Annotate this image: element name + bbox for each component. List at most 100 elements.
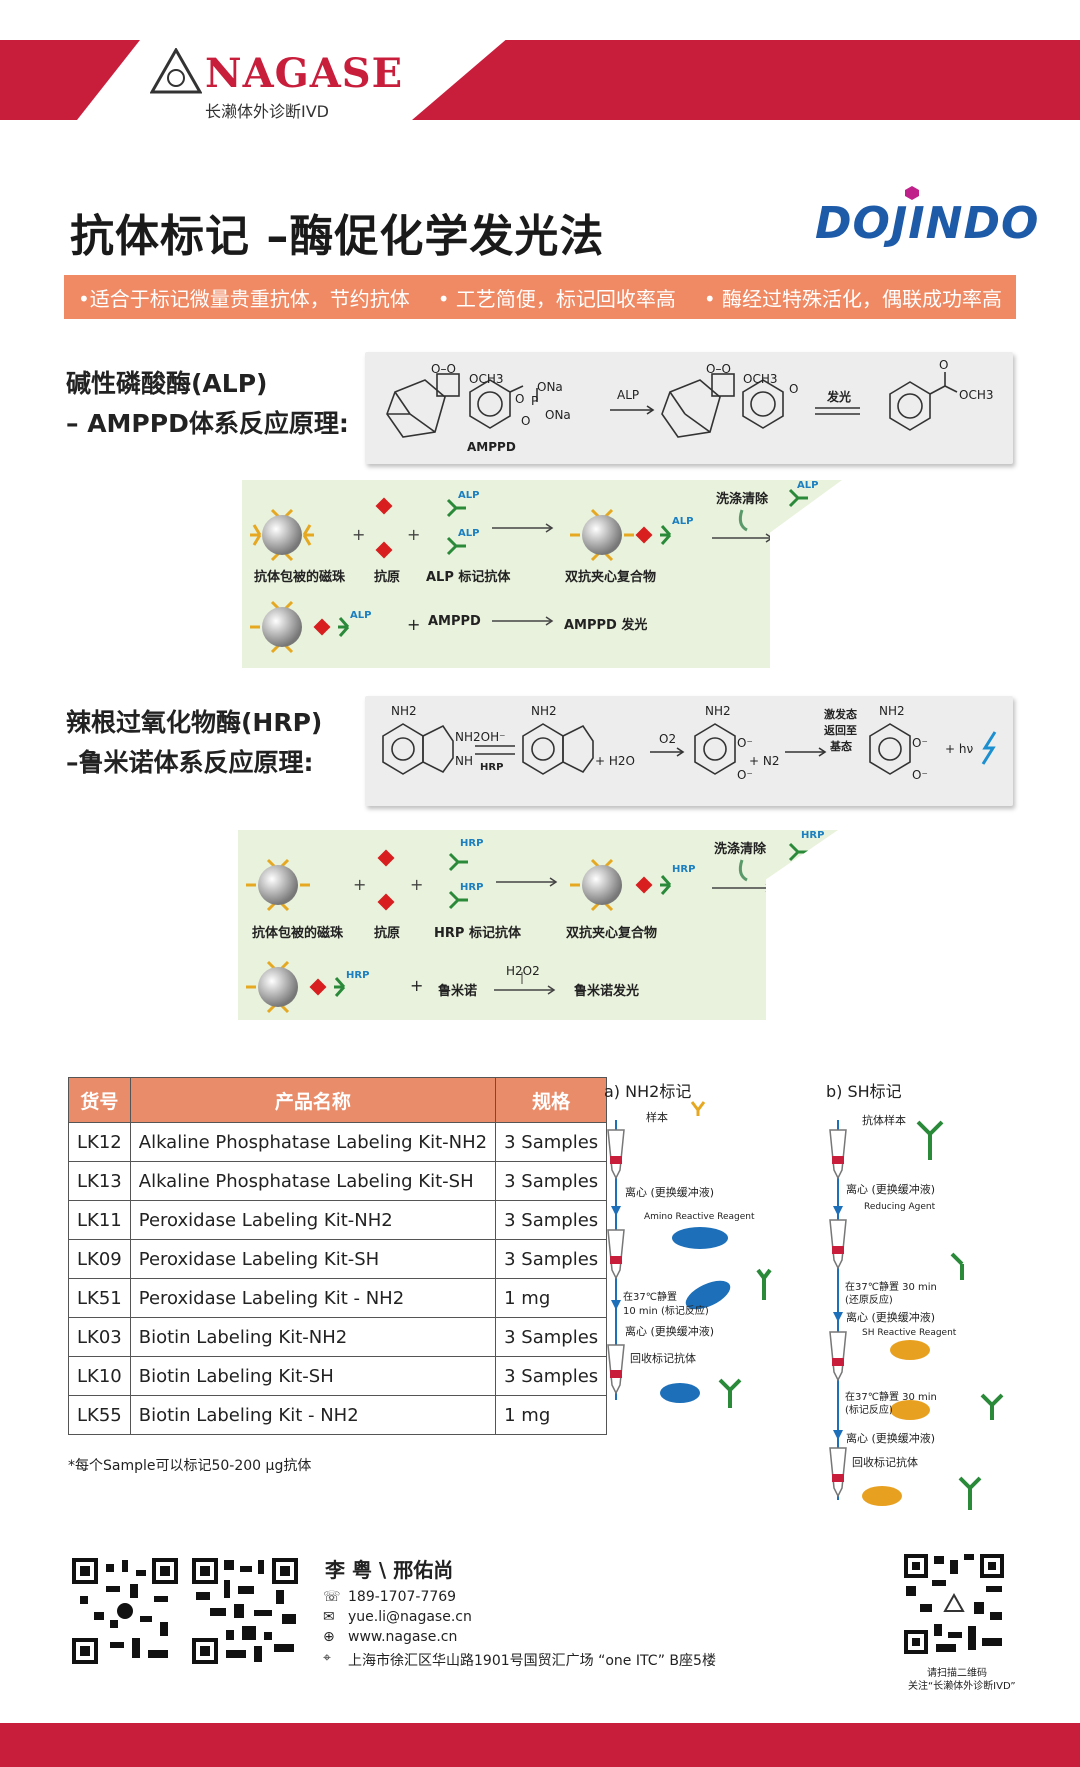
col-name: 产品名称 <box>129 1077 497 1123</box>
feature-1: •适合于标记微量贵重抗体，节约抗体 <box>77 286 410 311</box>
product-code: LK03 <box>68 1317 131 1357</box>
protocol-b-step-11: 回收标记抗体 <box>852 1456 918 1469</box>
alp-flow-diagram: + + <box>250 488 808 654</box>
svg-text:+: + <box>407 525 420 544</box>
hrp-antigen-label: 抗原 <box>374 926 401 941</box>
alp-heading-2: – AMPPD体系反应原理: <box>66 409 349 438</box>
alp-p: P <box>531 394 539 408</box>
alp-tag-2: ALP <box>458 528 480 539</box>
page-title: 抗体标记 –酶促化学发光法 <box>70 211 605 262</box>
hrp-o2-label: O2 <box>659 732 677 746</box>
alp-ona1: ONa <box>537 380 563 394</box>
product-name: Peroxidase Labeling Kit - NH2 <box>129 1278 497 1318</box>
protocol-a-step-2: 离心 (更换缓冲液) <box>625 1186 715 1199</box>
contact-email[interactable]: yue.li@nagase.cn <box>348 1609 472 1625</box>
product-name: Peroxidase Labeling Kit-NH2 <box>129 1200 497 1240</box>
qr-caption-2: 关注“长濑体外诊断IVD” <box>908 1681 1016 1692</box>
product-name: Biotin Labeling Kit - NH2 <box>129 1395 497 1435</box>
phone-icon: ☏ <box>323 1589 341 1605</box>
product-code: LK13 <box>68 1161 131 1201</box>
follow-qr-code[interactable] <box>902 1552 1006 1656</box>
col-code: 货号 <box>68 1077 131 1123</box>
product-spec: 3 Samples <box>495 1317 608 1357</box>
product-spec: 3 Samples <box>495 1200 608 1240</box>
footer-bar <box>0 1723 1080 1767</box>
alp-oo-2: O–O <box>706 362 731 376</box>
email-icon: ✉ <box>323 1609 335 1625</box>
contact-phone[interactable]: 189-1707-7769 <box>348 1589 457 1605</box>
qr-caption-1: 请扫描二维码 <box>927 1668 987 1679</box>
hrp-ominus-1: O⁻ <box>737 736 753 750</box>
product-name: Biotin Labeling Kit-NH2 <box>129 1317 497 1357</box>
alp-och3-2: OCH3 <box>743 372 778 386</box>
hrp-complex-label: 双抗夹心复合物 <box>566 926 658 941</box>
contact-qr-code[interactable] <box>190 1556 300 1666</box>
alp-labeled-label: ALP 标记抗体 <box>426 570 511 585</box>
hrp-h2o2-label: H2O2 <box>506 964 540 978</box>
alp-result-label: AMPPD 发光 <box>564 618 648 633</box>
feature-3: • 酶经过特殊活化，偶联成功率高 <box>703 286 1002 311</box>
hrp-nh-1: NH <box>455 730 473 744</box>
hrp-ominus-2: O⁻ <box>737 768 753 782</box>
hrp-tag-3: HRP <box>672 864 696 875</box>
protocol-b-step-3: Reducing Agent <box>864 1202 936 1212</box>
alp-o3: O <box>789 382 799 396</box>
product-code: LK55 <box>68 1395 131 1435</box>
alp-oo: O–O <box>431 362 456 376</box>
alp-substrate-label: AMPPD <box>428 614 481 629</box>
alp-ona2: ONa <box>545 408 571 422</box>
protocol-b-diagram <box>829 1120 1004 1510</box>
alp-och3: OCH3 <box>469 372 504 386</box>
alp-antigen-label: 抗原 <box>374 570 401 585</box>
alp-o: O <box>515 392 525 406</box>
product-spec: 3 Samples <box>495 1356 608 1396</box>
protocol-a-title: a) NH2标记 <box>604 1082 692 1101</box>
hrp-n2-label: + N2 <box>749 754 780 768</box>
hrp-nh2-2: NH2 <box>531 704 557 718</box>
protocol-b-step-2: 离心 (更换缓冲液) <box>846 1183 936 1196</box>
hrp-heading-2: –鲁米诺体系反应原理: <box>66 748 314 777</box>
header-band-left <box>0 40 140 120</box>
protocol-b-step-6: 离心 (更换缓冲液) <box>846 1311 936 1324</box>
product-spec: 3 Samples <box>495 1239 608 1279</box>
protocol-a-diagram <box>607 1101 772 1408</box>
alp-reaction-diagram <box>386 372 958 438</box>
hrp-chem-panel: NH2 NH NH 2OH⁻ HRP NH2 + H2O O2 NH2 O⁻ O… <box>365 696 1013 806</box>
hrp-enzyme-label: HRP <box>480 762 504 773</box>
protocol-b-step-8: 在37℃静置 30 min <box>845 1392 937 1403</box>
hrp-tag-1: HRP <box>460 838 484 849</box>
hrp-nh2-3: NH2 <box>705 704 731 718</box>
hrp-h2o-label: + H2O <box>595 754 635 768</box>
hrp-excite-2: 返回至 <box>824 724 857 737</box>
hrp-hv-label: + hν <box>945 742 974 756</box>
alp-o2: O <box>521 414 531 428</box>
hrp-labeled-label: HRP 标记抗体 <box>434 926 521 941</box>
feature-banner: •适合于标记微量贵重抗体，节约抗体 • 工艺简便，标记回收率高 • 酶经过特殊活… <box>64 275 1016 319</box>
alp-tag-4: ALP <box>797 480 819 491</box>
svg-text:+: + <box>410 875 423 894</box>
contact-web[interactable]: www.nagase.cn <box>348 1629 458 1645</box>
alp-plus: + <box>407 615 421 634</box>
alp-tag-3: ALP <box>672 516 694 527</box>
nagase-logo-icon <box>150 48 202 94</box>
hrp-result-label: 鲁米诺发光 <box>574 984 640 999</box>
product-name: Peroxidase Labeling Kit-SH <box>129 1239 497 1279</box>
hrp-excite-1: 激发态 <box>824 708 857 721</box>
svg-text:+: + <box>353 875 366 894</box>
product-name: Alkaline Phosphatase Labeling Kit-SH <box>129 1161 497 1201</box>
protocol-b-step-4: 在37℃静置 30 min <box>845 1282 937 1293</box>
product-name: Biotin Labeling Kit-SH <box>129 1356 497 1396</box>
hrp-oh-label: 2OH⁻ <box>473 730 506 744</box>
alp-glow-label: 发光 <box>827 390 852 404</box>
protocol-b-step-10: 离心 (更换缓冲液) <box>846 1432 936 1445</box>
wechat-qr-code[interactable] <box>70 1556 180 1666</box>
protocol-a-step-1: 样本 <box>646 1111 668 1124</box>
alp-tag-5: ALP <box>350 610 372 621</box>
hrp-nh-2: NH <box>455 754 473 768</box>
alp-bead-label: 抗体包被的磁珠 <box>254 570 346 585</box>
product-code: LK09 <box>68 1239 131 1279</box>
brand-subtitle: 长濑体外诊断IVD <box>205 102 329 121</box>
